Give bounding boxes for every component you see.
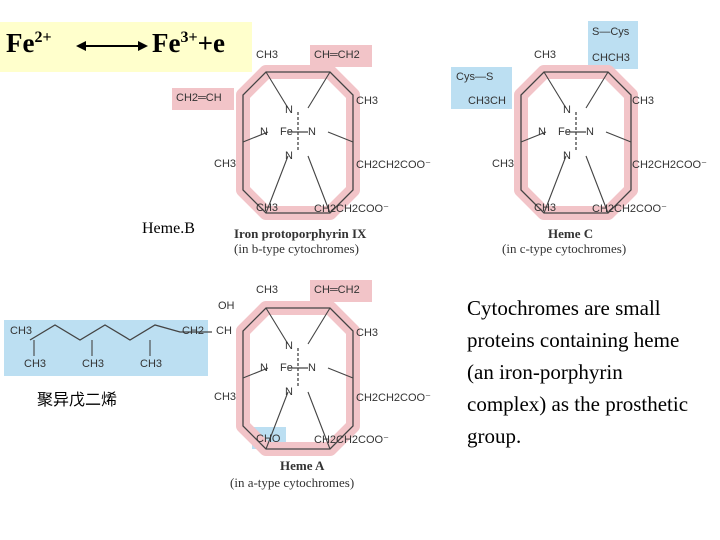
heme-c-caption-2: (in c-type cytochromes) [502, 241, 627, 256]
heme-b-right-upper: CH3 [356, 95, 379, 107]
heme-a-right-upper: CH3 [356, 327, 379, 339]
heme-c-n-left: N [538, 126, 546, 138]
heme-c-cys-s-left: Cys—S [456, 71, 494, 83]
isoprene-ch3-2: CH3 [82, 358, 105, 370]
heme-a-left-lower: CH3 [214, 391, 237, 403]
heme-b-top-right: CH═CH2 [314, 49, 360, 61]
heme-a-top-right: CH═CH2 [314, 284, 360, 296]
heme-b-top-left: CH3 [256, 49, 279, 61]
heme-c-top-left: CH3 [534, 49, 557, 61]
heme-a-ring [236, 301, 360, 456]
heme-a-caption-1: Heme A [280, 458, 325, 473]
heme-a-right-lower: CH2CH2COO⁻ [356, 392, 431, 404]
heme-c-n-right: N [586, 126, 594, 138]
heme-c-left-lower: CH3 [492, 158, 515, 170]
heme-c-top-right: CHCH3 [592, 52, 630, 64]
heme-c-fe: Fe [558, 126, 571, 138]
fe2-label: Fe2+ [6, 28, 52, 58]
heme-b-right-lower: CH2CH2COO⁻ [356, 159, 431, 171]
heme-b-caption-1: Iron protoporphyrin IX [234, 226, 367, 241]
heme-c-bottom-right: CH2CH2COO⁻ [592, 203, 667, 215]
heme-a-isoprene-ch2: CH2 [182, 325, 205, 337]
vinyl-highlight-a [310, 280, 372, 302]
heme-a-n-left: N [260, 362, 268, 374]
heme-b-n-right: N [308, 126, 316, 138]
cytochrome-description: Cytochromes are small proteins containin… [467, 296, 689, 448]
heme-b-fe: Fe [280, 126, 293, 138]
heme-a-caption-2: (in a-type cytochromes) [230, 475, 355, 490]
heme-a-top-left: CH3 [256, 284, 279, 296]
isoprene-branches [33, 340, 151, 356]
heme-c-left-upper: CH3CH [468, 95, 506, 107]
heme-b-left-upper: CH2═CH [176, 92, 222, 104]
heme-a-n-right: N [308, 362, 316, 374]
heme-a-bottom-left: CHO [256, 433, 281, 445]
heme-b-caption-2: (in b-type cytochromes) [234, 241, 359, 256]
heme-a-n-bottom: N [285, 386, 293, 398]
isoprene-ch3-start: CH3 [10, 325, 33, 337]
heme-a-left-upper: CH [216, 325, 232, 337]
heme-c-right-upper: CH3 [632, 95, 655, 107]
heme-c-s-cys-top: S—Cys [592, 26, 630, 38]
heme-b-ring [236, 65, 360, 220]
heme-a-bottom-right: CH2CH2COO⁻ [314, 434, 389, 446]
heme-b-left-lower: CH3 [214, 158, 237, 170]
vinyl-highlight-b [310, 45, 372, 67]
isoprene-highlight [4, 320, 208, 376]
heme-b-bottom-right: CH2CH2COO⁻ [314, 203, 389, 215]
redox-arrow [76, 41, 148, 51]
heme-c-caption-1: Heme C [548, 226, 594, 241]
heme-c-bottom-left: CH3 [534, 202, 557, 214]
vinyl-highlight-b-left [172, 88, 234, 110]
isoprene-chain [29, 324, 212, 341]
isoprene-ch3-1: CH3 [24, 358, 47, 370]
heme-c-n-top: N [563, 104, 571, 116]
heme-b-n-bottom: N [285, 150, 293, 162]
isoprene-ch3-3: CH3 [140, 358, 163, 370]
heme-c-ring [514, 65, 638, 220]
heme-c-n-bottom: N [563, 150, 571, 162]
heme-b-n-left: N [260, 126, 268, 138]
fe3-label: Fe3++e [152, 28, 225, 58]
isoprene-label: 聚异戊二烯 [37, 390, 118, 409]
heme-a-fe: Fe [280, 362, 293, 374]
heme-b-bottom-left: CH3 [256, 202, 279, 214]
cys-top-highlight [588, 21, 638, 69]
cys-left-highlight [451, 67, 512, 109]
heme-a-oh: OH [218, 300, 235, 312]
heme-a-n-top: N [285, 340, 293, 352]
heme-b-label: Heme.B [142, 220, 195, 237]
heme-b-n-top: N [285, 104, 293, 116]
heme-c-right-lower: CH2CH2COO⁻ [632, 159, 707, 171]
